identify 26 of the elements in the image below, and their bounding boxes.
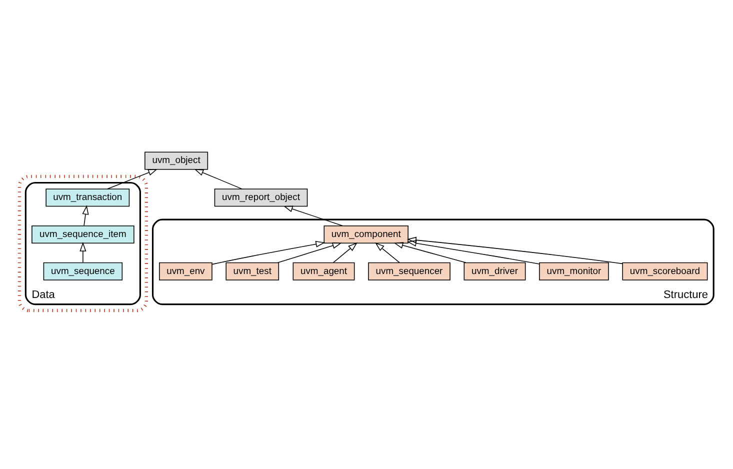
node-box: uvm_agent (292, 262, 355, 280)
node-box: uvm_sequence (43, 262, 123, 280)
arrow (283, 206, 343, 226)
arrow (394, 242, 466, 264)
arrow (278, 242, 342, 264)
node-box: uvm_transaction (46, 188, 130, 207)
arrow (80, 242, 86, 263)
node-box: uvm_component (324, 225, 408, 244)
arrow (332, 242, 358, 263)
node-box: uvm_test (226, 262, 280, 280)
arrow (406, 236, 623, 264)
node-box: uvm_scoreboard (622, 262, 708, 280)
node-box: uvm_object (144, 152, 208, 170)
node-box: uvm_driver (464, 262, 526, 280)
arrow (374, 242, 400, 263)
arrow (212, 240, 326, 265)
node-box: uvm_sequencer (368, 262, 450, 280)
arrow (82, 205, 89, 226)
arrow (194, 169, 242, 190)
node-box: uvm_monitor (539, 262, 609, 280)
node-box: uvm_report_object (214, 188, 308, 207)
arrow (107, 169, 158, 190)
node-box: uvm_sequence_item (32, 225, 134, 244)
cluster (18, 174, 148, 312)
node-box: uvm_env (159, 262, 212, 280)
arrow (407, 240, 540, 264)
